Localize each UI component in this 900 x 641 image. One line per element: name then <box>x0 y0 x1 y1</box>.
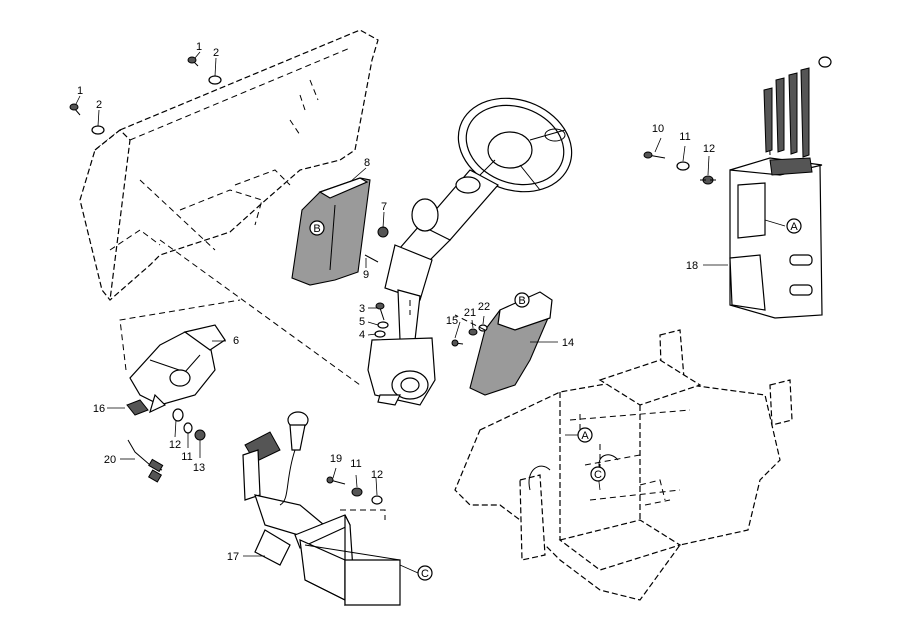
callout: 12 <box>169 439 181 451</box>
harness-20 <box>127 439 164 483</box>
lever-assembly-18 <box>729 56 832 319</box>
callout: 12 <box>703 143 715 155</box>
callout: 20 <box>104 454 116 466</box>
callout: 12 <box>371 469 383 481</box>
callout: 19 <box>330 453 342 465</box>
callout: 13 <box>193 462 205 474</box>
callout: 5 <box>359 316 365 328</box>
callout: 16 <box>93 403 105 415</box>
leader-lines <box>75 51 786 574</box>
callout: 1 <box>77 85 83 97</box>
callout: 9 <box>363 269 369 281</box>
callout: 15 <box>446 315 458 327</box>
callout: 11 <box>679 131 690 143</box>
callout: 6 <box>233 335 239 347</box>
callout: 1 <box>196 41 202 53</box>
ref-label: A <box>581 430 589 442</box>
callout: 2 <box>96 99 102 111</box>
steering-wheel <box>457 97 573 193</box>
callout: 3 <box>359 303 365 315</box>
callout: 17 <box>227 551 239 563</box>
column-cover-14 <box>469 291 553 396</box>
ref-label: C <box>594 469 602 481</box>
pedal-assembly-17 <box>242 411 401 606</box>
ref-label: A <box>790 221 798 233</box>
dashboard-panel <box>79 29 379 386</box>
ref-label: C <box>421 568 429 580</box>
callout: 14 <box>562 337 574 349</box>
ref-label: B <box>518 295 525 307</box>
callout: 8 <box>364 157 370 169</box>
reference-circles: A A B B C C <box>309 218 802 581</box>
operator-frame <box>454 329 793 601</box>
callout: 10 <box>652 123 664 135</box>
callout: 7 <box>381 201 387 213</box>
callout-numbers: 1 2 1 2 3 4 5 6 7 8 9 10 11 11 11 12 12 … <box>77 41 715 563</box>
callout: 11 <box>181 451 192 463</box>
bracket-6 <box>129 324 226 414</box>
callout: 22 <box>478 301 490 313</box>
callout: 18 <box>686 260 698 272</box>
steering-column <box>367 169 499 406</box>
column-cover-8 <box>291 177 371 286</box>
switch-16 <box>126 399 149 416</box>
callout: 4 <box>359 329 365 341</box>
callout: 2 <box>213 47 219 59</box>
callout: 21 <box>464 307 476 319</box>
ref-label: B <box>313 223 320 235</box>
callout: 11 <box>350 458 361 470</box>
